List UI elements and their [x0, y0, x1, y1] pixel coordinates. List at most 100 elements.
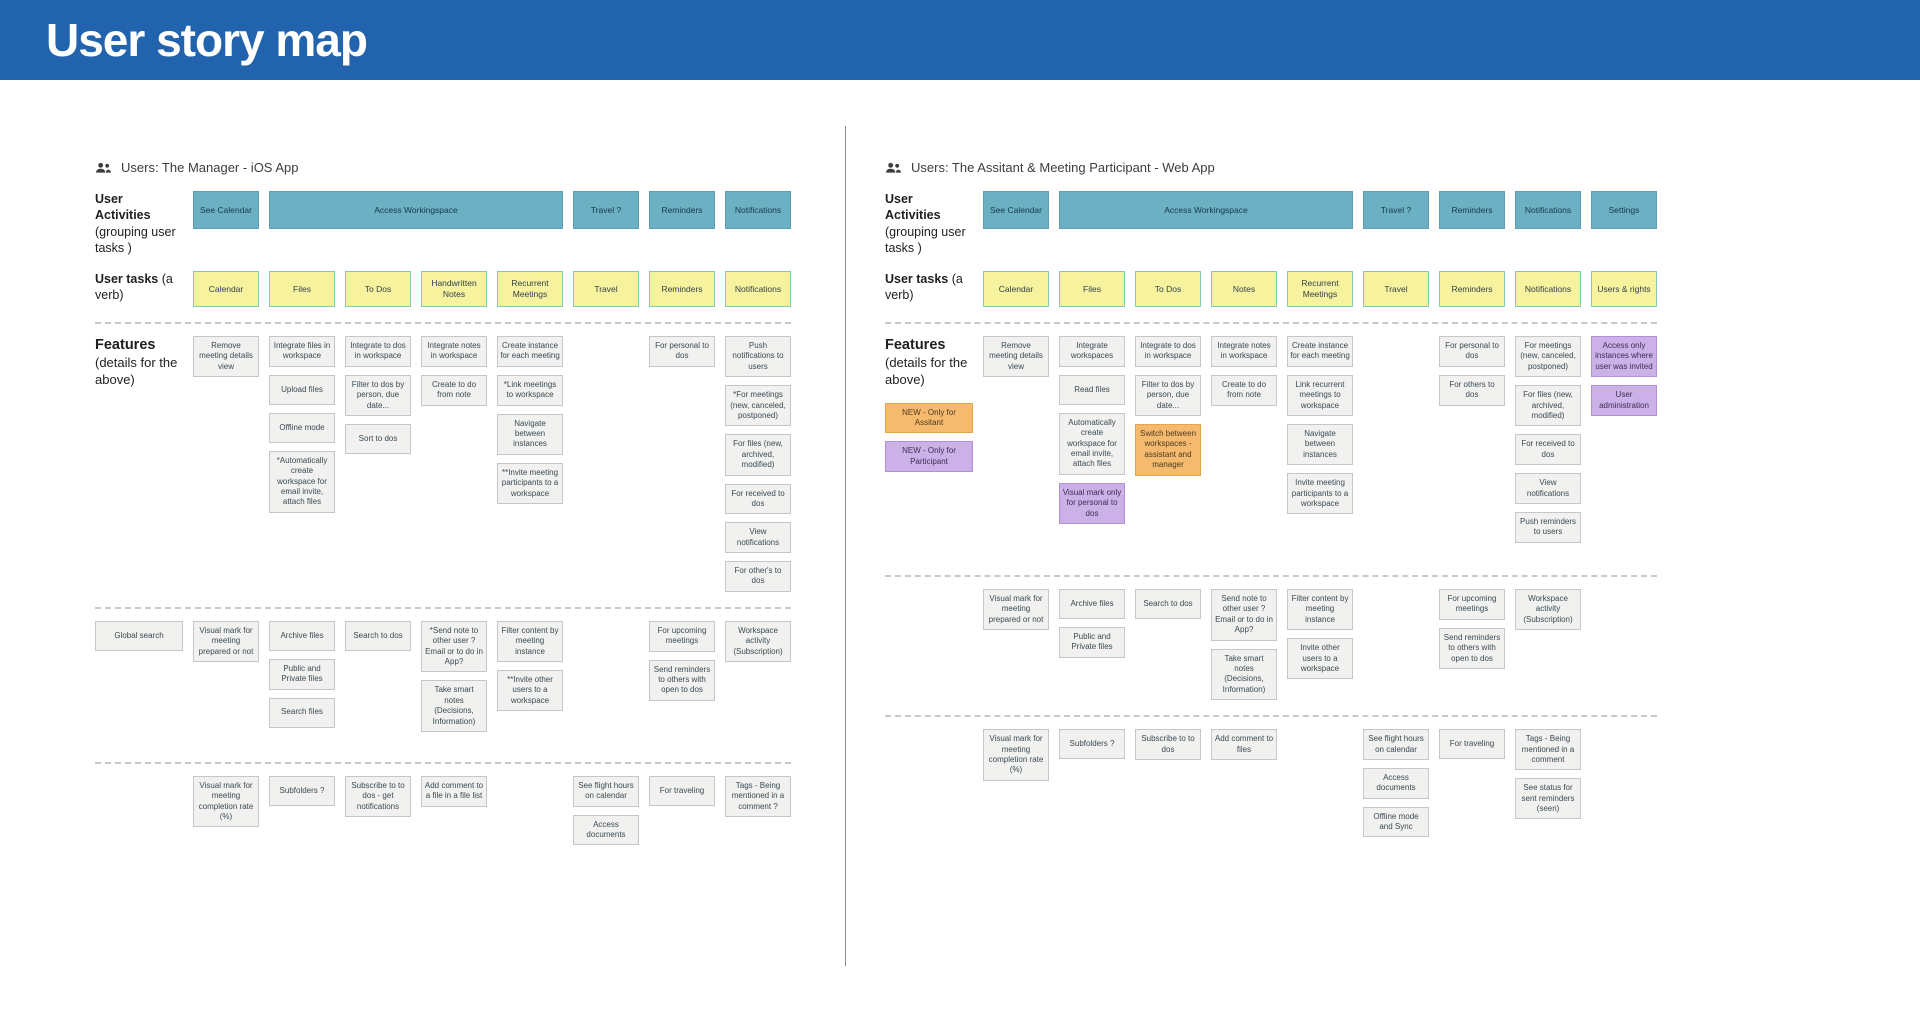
- legend-note-card[interactable]: Visual mark only for personal to dos: [1059, 482, 1125, 524]
- feature-card[interactable]: Link recurrent meetings to workspace: [1287, 374, 1353, 416]
- legend-note-card[interactable]: User administration: [1591, 385, 1657, 416]
- feature-card[interactable]: Filter content by meeting instance: [1287, 589, 1353, 631]
- task-card[interactable]: Files: [1059, 271, 1125, 307]
- feature-card[interactable]: Subscribe to to dos: [1135, 729, 1201, 760]
- legend-note-card[interactable]: NEW - Only for Participant: [885, 441, 973, 473]
- feature-card[interactable]: Send note to other user ? Email or to do…: [1211, 589, 1277, 641]
- task-card[interactable]: Recurrent Meetings: [1287, 271, 1353, 307]
- feature-card[interactable]: Tags - Being mentioned in a comment ?: [725, 775, 791, 818]
- feature-card[interactable]: Integrate notes in workspace: [1211, 336, 1277, 367]
- feature-card[interactable]: Subfolders ?: [269, 775, 335, 806]
- feature-card[interactable]: Push reminders to users: [1515, 511, 1581, 543]
- feature-card[interactable]: Visual mark for meeting prepared or not: [193, 620, 259, 663]
- feature-card[interactable]: *For meetings (new, canceled, postponed): [725, 385, 791, 427]
- task-card[interactable]: Users & rights: [1591, 271, 1657, 307]
- feature-card[interactable]: Push notifications to users: [725, 336, 791, 378]
- feature-card[interactable]: See status for sent reminders (seen): [1515, 778, 1581, 820]
- feature-card[interactable]: Automatically create workspace for email…: [1059, 412, 1125, 475]
- feature-card[interactable]: Take smart notes (Decisions, Information…: [421, 680, 487, 732]
- feature-card[interactable]: For personal to dos: [649, 336, 715, 367]
- feature-card[interactable]: Workspace activity (Subscription): [1515, 589, 1581, 631]
- feature-card[interactable]: Create to do from note: [1211, 374, 1277, 406]
- feature-card[interactable]: Visual mark for meeting completion rate …: [193, 775, 259, 828]
- task-card[interactable]: To Dos: [1135, 271, 1201, 307]
- task-card[interactable]: Calendar: [983, 271, 1049, 307]
- feature-card[interactable]: Public and Private files: [1059, 627, 1125, 658]
- feature-card[interactable]: **Invite other users to a workspace: [497, 670, 563, 712]
- feature-card[interactable]: For traveling: [649, 775, 715, 806]
- feature-card[interactable]: Create to do from note: [421, 374, 487, 406]
- feature-card[interactable]: Create instance for each meeting: [497, 336, 563, 367]
- feature-card[interactable]: For files (new, archived, modified): [725, 434, 791, 476]
- feature-card[interactable]: Integrate to dos in workspace: [345, 336, 411, 367]
- feature-card[interactable]: Filter content by meeting instance: [497, 620, 563, 663]
- task-card[interactable]: Calendar: [193, 271, 259, 307]
- activity-card[interactable]: Reminders: [1439, 191, 1505, 229]
- feature-card[interactable]: Invite other users to a workspace: [1287, 638, 1353, 680]
- feature-card[interactable]: View notifications: [725, 522, 791, 554]
- feature-card[interactable]: **Invite meeting participants to a works…: [497, 462, 563, 504]
- feature-card[interactable]: Navigate between instances: [1287, 423, 1353, 466]
- feature-card[interactable]: Remove meeting details view: [193, 336, 259, 378]
- activity-card[interactable]: Access Workingspace: [269, 191, 563, 229]
- feature-card[interactable]: For others to dos: [1439, 374, 1505, 406]
- activity-card[interactable]: See Calendar: [983, 191, 1049, 229]
- legend-note-card[interactable]: NEW - Only for Assitant: [885, 402, 973, 434]
- activity-card[interactable]: Travel ?: [573, 191, 639, 229]
- feature-card[interactable]: View notifications: [1515, 473, 1581, 504]
- feature-card[interactable]: Add comment to a file in a file list: [421, 775, 487, 807]
- feature-card[interactable]: Offline mode and Sync: [1363, 806, 1429, 838]
- feature-card[interactable]: Tags - Being mentioned in a comment: [1515, 729, 1581, 771]
- activity-card[interactable]: Settings: [1591, 191, 1657, 229]
- feature-card[interactable]: For files (new, archived, modified): [1515, 385, 1581, 427]
- feature-card[interactable]: Integrate files in workspace: [269, 336, 335, 367]
- task-card[interactable]: Notes: [1211, 271, 1277, 307]
- task-card[interactable]: Reminders: [649, 271, 715, 307]
- feature-card[interactable]: Offline mode: [269, 412, 335, 443]
- feature-card[interactable]: Search to dos: [345, 620, 411, 651]
- feature-card[interactable]: Read files: [1059, 374, 1125, 405]
- feature-card[interactable]: Subfolders ?: [1059, 729, 1125, 760]
- feature-card[interactable]: Send reminders to others with open to do…: [1439, 627, 1505, 669]
- feature-card[interactable]: Visual mark for meeting prepared or not: [983, 589, 1049, 631]
- feature-card[interactable]: Integrate notes in workspace: [421, 336, 487, 367]
- task-card[interactable]: To Dos: [345, 271, 411, 307]
- feature-card[interactable]: Global search: [95, 620, 183, 651]
- activity-card[interactable]: Reminders: [649, 191, 715, 229]
- task-card[interactable]: Travel: [573, 271, 639, 307]
- feature-card[interactable]: Archive files: [1059, 589, 1125, 619]
- feature-card[interactable]: *Send note to other user ? Email or to d…: [421, 620, 487, 673]
- task-card[interactable]: Recurrent Meetings: [497, 271, 563, 307]
- activity-card[interactable]: Travel ?: [1363, 191, 1429, 229]
- feature-card[interactable]: Navigate between instances: [497, 413, 563, 455]
- feature-card[interactable]: Add comment to files: [1211, 729, 1277, 760]
- feature-card[interactable]: Integrate to dos in workspace: [1135, 336, 1201, 367]
- feature-card[interactable]: For other's to dos: [725, 561, 791, 592]
- feature-card[interactable]: Access documents: [1363, 767, 1429, 799]
- feature-card[interactable]: For upcoming meetings: [1439, 589, 1505, 620]
- feature-card[interactable]: Search to dos: [1135, 589, 1201, 619]
- feature-card[interactable]: Invite meeting participants to a workspa…: [1287, 473, 1353, 515]
- feature-card[interactable]: *Automatically create workspace for emai…: [269, 450, 335, 513]
- legend-note-card[interactable]: Switch between workspaces - assistant an…: [1135, 423, 1201, 476]
- feature-card[interactable]: Public and Private files: [269, 658, 335, 690]
- feature-card[interactable]: For meetings (new, canceled, postponed): [1515, 336, 1581, 378]
- legend-note-card[interactable]: Access only instances where user was inv…: [1591, 336, 1657, 378]
- feature-card[interactable]: See flight hours on calendar: [573, 775, 639, 807]
- task-card[interactable]: Notifications: [1515, 271, 1581, 307]
- feature-card[interactable]: Search files: [269, 697, 335, 728]
- feature-card[interactable]: Integrate workspaces: [1059, 336, 1125, 367]
- feature-card[interactable]: Subscribe to to dos - get notifications: [345, 775, 411, 818]
- feature-card[interactable]: For personal to dos: [1439, 336, 1505, 367]
- task-card[interactable]: Travel: [1363, 271, 1429, 307]
- feature-card[interactable]: For received to dos: [725, 483, 791, 515]
- feature-card[interactable]: For received to dos: [1515, 434, 1581, 466]
- feature-card[interactable]: Create instance for each meeting: [1287, 336, 1353, 367]
- feature-card[interactable]: Archive files: [269, 620, 335, 651]
- feature-card[interactable]: *Link meetings to workspace: [497, 374, 563, 406]
- feature-card[interactable]: Send reminders to others with open to do…: [649, 659, 715, 701]
- feature-card[interactable]: Sort to dos: [345, 423, 411, 454]
- feature-card[interactable]: Filter to dos by person, due date...: [345, 374, 411, 416]
- feature-card[interactable]: Workspace activity (Subscription): [725, 620, 791, 663]
- activity-card[interactable]: Access Workingspace: [1059, 191, 1353, 229]
